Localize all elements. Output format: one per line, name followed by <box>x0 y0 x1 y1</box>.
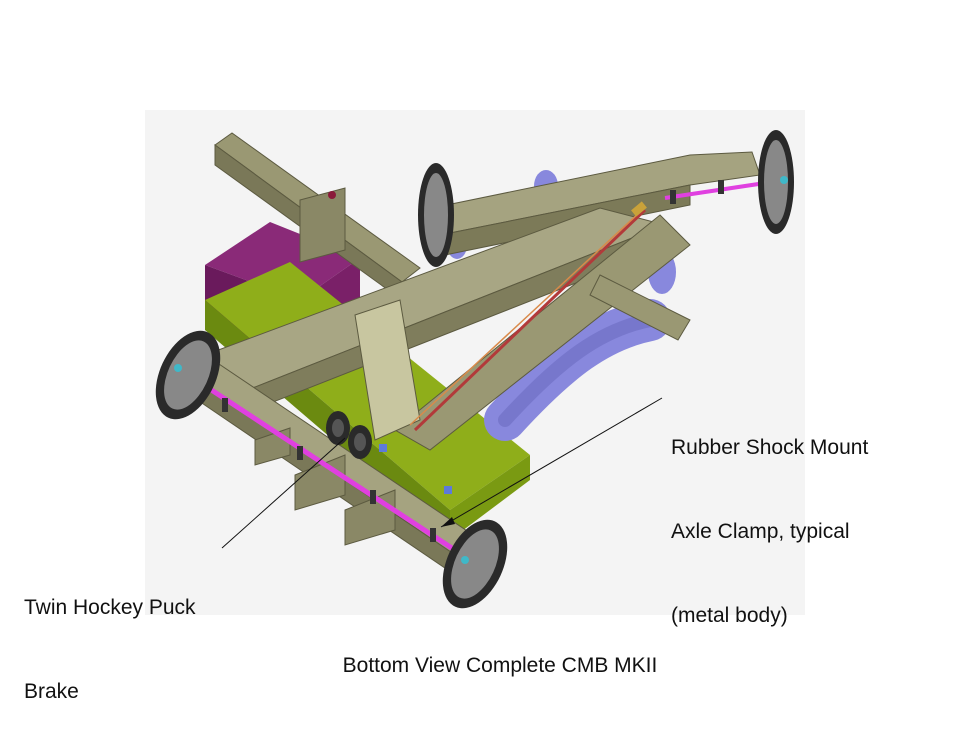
figure-caption: Bottom View Complete CMB MKII <box>342 654 658 677</box>
frame <box>189 132 761 586</box>
bolt-detail <box>328 191 336 199</box>
brake-callout: Twin Hockey Puck Brake <box>24 538 196 734</box>
shock-mount-leader-line <box>440 397 663 528</box>
wheel-rear-right <box>758 130 794 234</box>
blue-block <box>379 444 387 452</box>
shock-mount-leader-arrow <box>441 517 455 527</box>
brake-callout-line2: Brake <box>24 680 79 703</box>
shock-mount-callout-line3: (metal body) <box>671 604 788 627</box>
shock-mount-callout-line1: Rubber Shock Mount <box>671 436 869 459</box>
wheel-rear-left <box>418 163 454 267</box>
brake-leader-line <box>221 437 346 549</box>
blue-block <box>444 486 452 494</box>
linkage-rod <box>409 201 647 432</box>
wheel-front-right <box>442 519 508 609</box>
brake-callout-line1: Twin Hockey Puck <box>24 596 196 619</box>
shock-mount-callout-line2: Axle Clamp, typical <box>671 520 850 543</box>
hockey-puck-brake <box>326 411 372 459</box>
wheel-front-left <box>155 330 221 420</box>
axle-clamps <box>222 180 724 542</box>
shock-mount-callout: Rubber Shock Mount Axle Clamp, typical (… <box>671 378 868 658</box>
